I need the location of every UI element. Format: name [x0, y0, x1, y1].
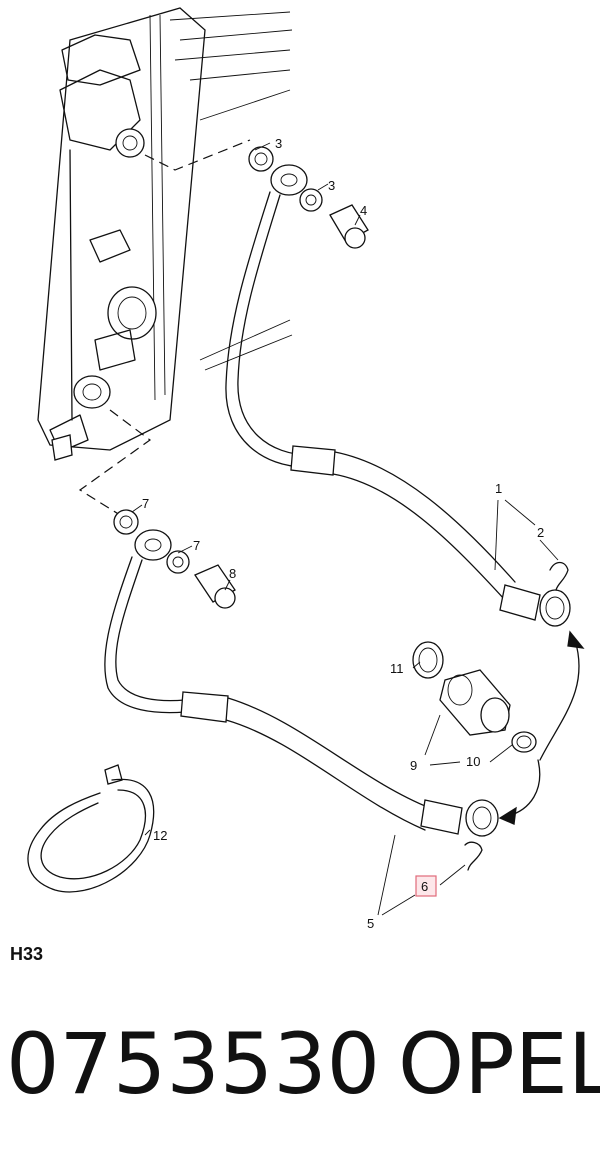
- callout-10: 10: [466, 754, 480, 769]
- adapter-fitting: [412, 641, 537, 753]
- callout-3-middle: 3: [328, 178, 335, 193]
- part-number: 0753530: [6, 1015, 381, 1113]
- callout-2: 2: [537, 525, 544, 540]
- callout-8: 8: [229, 566, 236, 581]
- lower-hose: [104, 509, 499, 871]
- radiator-assembly: [37, 7, 293, 461]
- callout-1: 1: [495, 481, 502, 496]
- callout-9: 9: [410, 758, 417, 773]
- callout-12: 12: [153, 828, 167, 843]
- dashed-leaders: [78, 139, 251, 521]
- callout-7-lower: 7: [193, 538, 200, 553]
- callout-11: 11: [390, 661, 404, 676]
- clamp-band: [27, 764, 155, 893]
- callout-5: 5: [367, 916, 374, 931]
- flow-arrows: [498, 630, 585, 825]
- callout-3-upper: 3: [275, 136, 282, 151]
- callout-7-upper: 7: [142, 496, 149, 511]
- brand-name: OPEL: [398, 1015, 600, 1113]
- leader-lines: [131, 142, 559, 916]
- parts-diagram: 3 3 4 1 2 7 7 8 11 9 10 12 5 6: [27, 7, 585, 931]
- page-code: H33: [10, 944, 44, 964]
- callout-6-highlight: 6: [415, 875, 437, 897]
- callout-6: 6: [421, 879, 428, 894]
- upper-hose: [225, 146, 571, 627]
- callout-4: 4: [360, 203, 367, 218]
